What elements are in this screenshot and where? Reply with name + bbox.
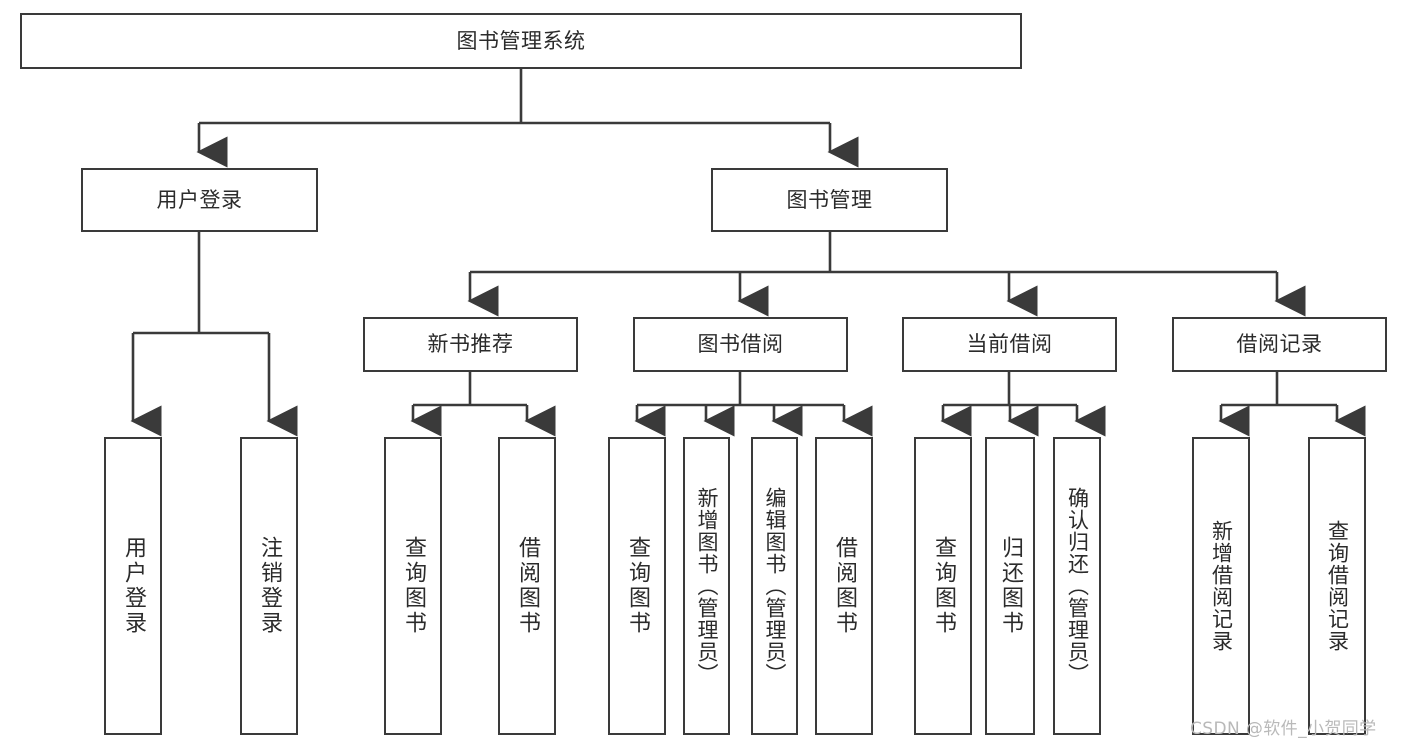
- node-leaf-add-book[interactable]: 新增图书（管理员）: [683, 437, 730, 735]
- node-leaf-user-login[interactable]: 用户登录: [104, 437, 162, 735]
- node-leaf-borrow-book-1-label: 借阅图书: [515, 536, 540, 636]
- node-leaf-logout-label: 注销登录: [257, 536, 282, 636]
- node-book-borrow[interactable]: 图书借阅: [633, 317, 848, 372]
- node-leaf-confirm-return-label: 确认归还（管理员）: [1065, 487, 1090, 685]
- node-leaf-borrow-book-2-label: 借阅图书: [832, 536, 857, 636]
- node-leaf-query-book-1[interactable]: 查询图书: [384, 437, 442, 735]
- node-new-book-recommend[interactable]: 新书推荐: [363, 317, 578, 372]
- node-leaf-query-book-3-label: 查询图书: [931, 536, 956, 636]
- node-leaf-confirm-return[interactable]: 确认归还（管理员）: [1053, 437, 1101, 735]
- node-leaf-add-record[interactable]: 新增借阅记录: [1192, 437, 1250, 735]
- node-leaf-query-record[interactable]: 查询借阅记录: [1308, 437, 1366, 735]
- node-borrow-record[interactable]: 借阅记录: [1172, 317, 1387, 372]
- node-leaf-edit-book-label: 编辑图书（管理员）: [763, 487, 787, 685]
- node-book-manage[interactable]: 图书管理: [711, 168, 948, 232]
- node-leaf-add-record-label: 新增借阅记录: [1209, 520, 1234, 652]
- node-borrow-record-label: 借阅记录: [1236, 332, 1323, 357]
- node-leaf-query-book-3[interactable]: 查询图书: [914, 437, 972, 735]
- node-current-borrow-label: 当前借阅: [966, 332, 1053, 357]
- node-leaf-borrow-book-1[interactable]: 借阅图书: [498, 437, 556, 735]
- node-user-login-label: 用户登录: [156, 187, 243, 212]
- node-leaf-edit-book[interactable]: 编辑图书（管理员）: [751, 437, 798, 735]
- node-book-borrow-label: 图书借阅: [697, 332, 784, 357]
- node-leaf-return-book-label: 归还图书: [998, 536, 1023, 636]
- node-leaf-query-record-label: 查询借阅记录: [1325, 520, 1350, 652]
- node-new-book-recommend-label: 新书推荐: [427, 332, 514, 357]
- node-leaf-query-book-2-label: 查询图书: [625, 536, 650, 636]
- node-leaf-add-book-label: 新增图书（管理员）: [695, 487, 719, 685]
- node-leaf-query-book-1-label: 查询图书: [401, 536, 426, 636]
- node-leaf-user-login-label: 用户登录: [121, 536, 146, 636]
- node-leaf-query-book-2[interactable]: 查询图书: [608, 437, 666, 735]
- node-root-label: 图书管理系统: [456, 28, 586, 53]
- node-leaf-return-book[interactable]: 归还图书: [985, 437, 1035, 735]
- node-book-manage-label: 图书管理: [786, 187, 873, 212]
- node-leaf-logout[interactable]: 注销登录: [240, 437, 298, 735]
- csdn-watermark: CSDN @软件_小贺同学: [1190, 719, 1377, 739]
- node-leaf-borrow-book-2[interactable]: 借阅图书: [815, 437, 873, 735]
- node-user-login[interactable]: 用户登录: [81, 168, 318, 232]
- node-current-borrow[interactable]: 当前借阅: [902, 317, 1117, 372]
- node-root[interactable]: 图书管理系统: [20, 13, 1022, 69]
